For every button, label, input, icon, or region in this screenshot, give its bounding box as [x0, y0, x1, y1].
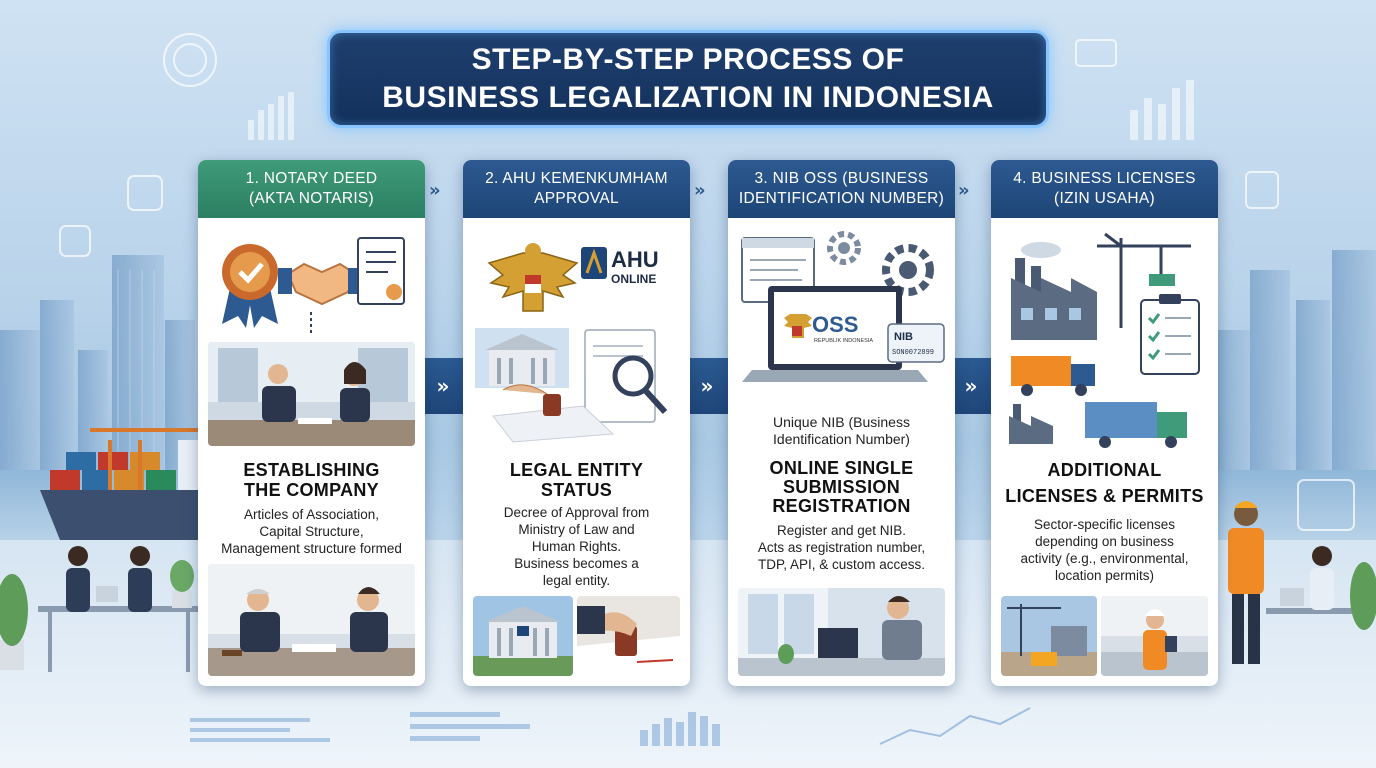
award-seal-icon [222, 244, 278, 328]
step-2-desc-line-5: legal entity. [542, 573, 611, 588]
cargo-ship [40, 440, 200, 540]
step-1-title-line-1: ESTABLISHING [243, 460, 380, 480]
bar-chart-decor-bottom [190, 712, 720, 746]
step-1-title-line-2: THE COMPANY [244, 480, 379, 500]
step-4-header-line-2: (IZIN USAHA) [1054, 190, 1155, 207]
step-3-header-line-2: IDENTIFICATION NUMBER) [738, 190, 945, 207]
clipboard-checklist-icon [1140, 294, 1200, 375]
step-3-title-line-1: ONLINE SINGLE [769, 458, 914, 478]
step-2-header: 2. AHU KEMENKUMHAM APPROVAL [463, 160, 690, 218]
step-1-header: 1. NOTARY DEED (AKTA NOTARIS) [198, 160, 425, 218]
step-3-caption-line-2: Identification Number) [773, 431, 910, 447]
step-4-title-line-1: ADDITIONAL [1047, 460, 1162, 480]
step-1-photo-signing [208, 564, 415, 676]
crane-load [1149, 274, 1175, 286]
plant-factory-icon [1009, 404, 1053, 444]
step-2-desc-line-4: Business becomes a [514, 556, 639, 571]
step-3-icons: OSS REPUBLIK INDONESIA NIB SON0072899 [741, 231, 945, 382]
ahu-online-logo: AHU ONLINE [581, 247, 659, 286]
step-3-photo-laptop-user [738, 588, 945, 676]
step-1-icons [222, 237, 405, 336]
step-2-photo-stamping [577, 596, 680, 676]
step-4-desc-line-4: location permits) [1054, 568, 1155, 583]
step-1-desc-line-2: Capital Structure, [259, 524, 364, 539]
laptop-icon: OSS REPUBLIK INDONESIA [742, 286, 928, 382]
step-card-nib-oss: 3. NIB OSS (BUSINESS IDENTIFICATION NUMB… [728, 160, 955, 686]
flow-arrow-glyph: » [964, 374, 978, 398]
left-office-scene [38, 546, 198, 672]
step-2-header-line-1: 2. AHU KEMENKUMHAM [485, 170, 668, 187]
step-1-desc-line-3: Management structure formed [221, 541, 402, 556]
step-4-icons [1009, 232, 1200, 448]
step-2-icons: AHU ONLINE [487, 243, 659, 312]
step-4-header: 4. BUSINESS LICENSES (IZIN USAHA) [991, 160, 1218, 218]
flow-arrow-1: » [422, 358, 464, 414]
step-1-desc-line-1: Articles of Association, [243, 507, 380, 522]
flow-arrow-glyph: » [436, 374, 450, 398]
step-1-header-line-1: 1. NOTARY DEED [245, 170, 378, 187]
step-3-desc-line-3: TDP, API, & custom access. [757, 557, 926, 572]
ahu-logo-text: AHU [611, 247, 659, 272]
step-3-desc-line-2: Acts as registration number, [757, 540, 926, 555]
step-2-illustration-stamp [473, 324, 680, 444]
flow-arrow-3: » [950, 358, 992, 414]
factory-icon [1011, 242, 1097, 340]
step-3-desc-line-1: Register and get NIB. [776, 523, 907, 538]
left-skyline [0, 255, 195, 490]
oss-subtitle-text: REPUBLIK INDONESIA [814, 338, 873, 344]
document-icon [357, 237, 405, 305]
port-crane [90, 428, 200, 490]
plant-left [0, 560, 194, 670]
nib-card-icon: NIB SON0072899 [887, 323, 945, 363]
header-arrow-1: » [429, 180, 441, 201]
step-3-header-line-1: 3. NIB OSS (BUSINESS [754, 170, 929, 187]
right-office-scene [1228, 501, 1376, 664]
step-4-title-line-2: LICENSES & PERMITS [1005, 486, 1204, 506]
step-4-desc-line-3: activity (e.g., environmental, [1020, 551, 1189, 566]
step-3-title-line-2: SUBMISSION [782, 477, 900, 497]
online-logo-text: ONLINE [611, 272, 656, 286]
step-2-desc-line-1: Decree of Approval from [503, 505, 650, 520]
step-1-header-line-2: (AKTA NOTARIS) [248, 190, 375, 207]
step-2-title-line-2: STATUS [540, 480, 613, 500]
step-2-header-line-2: APPROVAL [534, 190, 619, 207]
step-4-desc-line-2: depending on business [1035, 534, 1174, 549]
title-line-1: STEP-BY-STEP PROCESS OF [471, 43, 905, 76]
step-4-photo-inspector [1101, 596, 1208, 676]
step-4-desc-line-1: Sector-specific licenses [1033, 517, 1176, 532]
right-skyline [1210, 250, 1376, 480]
oss-logo-text: OSS [812, 312, 858, 337]
handshake-icon [278, 262, 362, 306]
step-card-business-licenses: 4. BUSINESS LICENSES (IZIN USAHA) [991, 160, 1218, 686]
step-1-photo-meeting [208, 342, 415, 446]
step-3-header: 3. NIB OSS (BUSINESS IDENTIFICATION NUMB… [728, 160, 955, 218]
bar-chart-decor-top-left [248, 92, 294, 140]
flow-arrow-glyph: » [700, 374, 714, 398]
step-2-photo-building [473, 596, 573, 676]
delivery-truck-icon [1011, 356, 1095, 396]
step-2-title-line-1: LEGAL ENTITY [509, 460, 644, 480]
title-line-2: BUSINESS LEGALIZATION IN INDONESIA [382, 81, 994, 114]
step-4-photo-construction [1001, 596, 1097, 676]
step-2-desc-line-3: Human Rights. [531, 539, 622, 554]
crane-icon [1097, 232, 1191, 328]
step-4-header-line-1: 4. BUSINESS LICENSES [1013, 170, 1196, 187]
floating-decor [59, 33, 1355, 531]
cargo-truck-icon [1085, 402, 1187, 448]
gear-icon [827, 231, 934, 296]
step-card-ahu-approval: 2. AHU KEMENKUMHAM APPROVAL AHU ONLINE [463, 160, 690, 686]
garuda-emblem-icon [487, 243, 579, 312]
nib-card-number: SON0072899 [892, 349, 934, 357]
step-3-caption-line-1: Unique NIB (Business [773, 414, 910, 430]
header-arrow-3: » [958, 180, 970, 201]
bar-chart-decor-top-right [1130, 80, 1194, 140]
title-banner: STEP-BY-STEP PROCESS OF BUSINESS LEGALIZ… [327, 30, 1049, 128]
flow-arrow-2: » [686, 358, 728, 414]
step-card-notary-deed: 1. NOTARY DEED (AKTA NOTARIS) [198, 160, 425, 686]
step-3-title-line-3: REGISTRATION [772, 496, 911, 516]
header-arrow-2: » [694, 180, 706, 201]
nib-card-label: NIB [894, 331, 913, 343]
step-2-desc-line-2: Ministry of Law and [518, 522, 635, 537]
